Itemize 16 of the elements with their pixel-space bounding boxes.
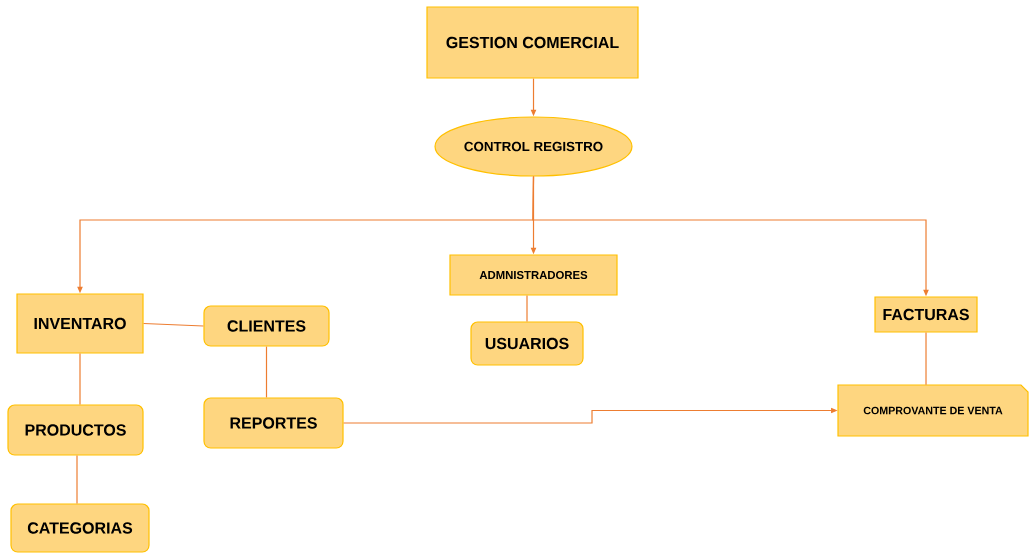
process-box: USUARIOS [470, 321, 584, 366]
process-box: CLIENTES [203, 305, 330, 347]
connector-line [143, 322, 204, 327]
connector-line [265, 346, 268, 398]
connector-line [925, 332, 927, 386]
document-box: COMPROVANTE DE VENTA [837, 384, 1029, 437]
process-box: CATEGORIAS [10, 503, 150, 553]
title-box: GESTION COMERCIAL [426, 6, 639, 79]
process-box: ADMNISTRADORES [449, 254, 618, 296]
process-box: REPORTES [203, 397, 344, 449]
process-box: INVENTARO [16, 293, 144, 354]
connector-line [526, 295, 528, 322]
connector-line [79, 353, 81, 405]
process-box: FACTURAS [874, 296, 978, 333]
connector-line [76, 455, 78, 504]
process-box: PRODUCTOS [7, 404, 144, 456]
